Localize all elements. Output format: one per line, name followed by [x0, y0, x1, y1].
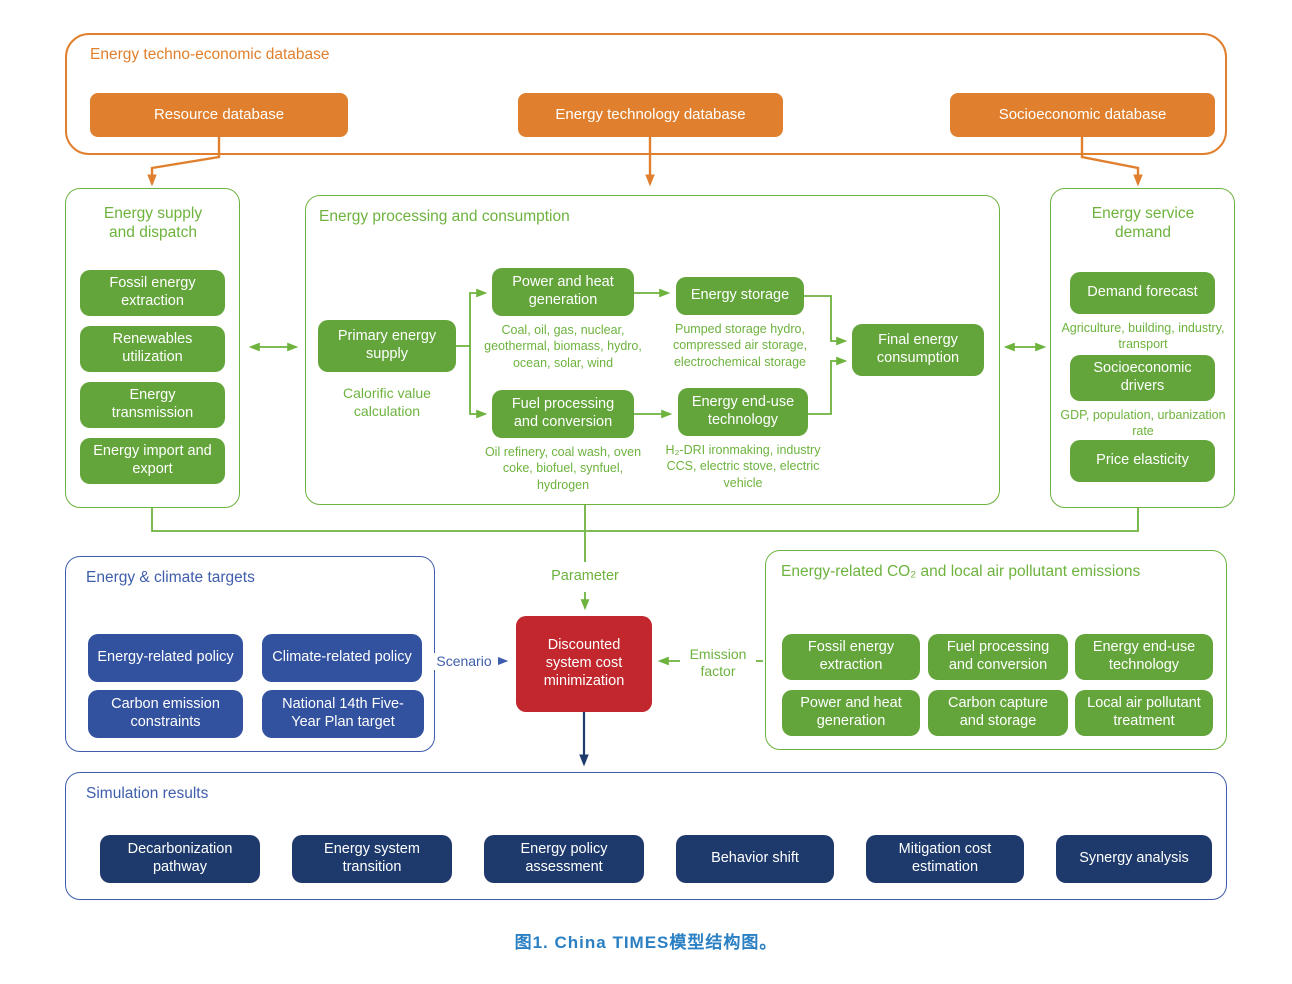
energy-system-transition-box: Energy system transition	[292, 835, 452, 883]
wire-supply-to-parameter	[151, 508, 584, 532]
emissions-group-title: Energy-related CO₂ and local air polluta…	[781, 563, 1141, 580]
energy-transmission-box: Energy transmission	[80, 382, 225, 428]
energy-processing-consumption-group: Energy processing and consumption	[305, 195, 1000, 505]
targets-group-title: Energy & climate targets	[86, 569, 255, 586]
arrow-primary-to-power	[456, 288, 488, 347]
database-group-title: Energy techno-economic database	[90, 46, 330, 63]
fuel-processing-conversion-box: Fuel processing and conversion	[492, 390, 634, 438]
resource-database-box: Resource database	[90, 93, 348, 137]
national-five-year-plan-target-box: National 14th Five-Year Plan target	[262, 690, 424, 738]
fossil-energy-extraction-box: Fossil energy extraction	[80, 270, 225, 316]
scenario-label: Scenario	[430, 653, 498, 670]
arrow-database-to-service	[1080, 137, 1143, 187]
energy-enduse-technology-note: H₂-DRI ironmaking, industry CCS, electri…	[665, 443, 821, 490]
simulation-results-group: Simulation results	[65, 772, 1227, 900]
decarbonization-pathway-box: Decarbonization pathway	[100, 835, 260, 883]
demand-forecast-note: Agriculture, building, industry, transpo…	[1061, 321, 1225, 352]
service-group-title: Energy service demand	[1091, 205, 1195, 242]
socioeconomic-drivers-note: GDP, population, urbanization rate	[1060, 408, 1226, 439]
arrow-primary-to-fuel	[469, 346, 488, 419]
energy-techno-economic-database-group: Energy techno-economic database	[65, 33, 1227, 155]
arrow-enduse-to-final	[808, 356, 848, 415]
fuel-processing-conversion-note: Oil refinery, coal wash, oven coke, biof…	[484, 445, 642, 492]
behavior-shift-box: Behavior shift	[676, 835, 834, 883]
energy-enduse-technology-box: Energy end-use technology	[678, 388, 808, 436]
energy-technology-database-box: Energy technology database	[518, 93, 783, 137]
energy-storage-box: Energy storage	[676, 277, 804, 315]
power-heat-generation-note: Coal, oil, gas, nuclear, geothermal, bio…	[484, 323, 642, 370]
price-elasticity-box: Price elasticity	[1070, 440, 1215, 482]
parameter-label: Parameter	[515, 568, 655, 586]
figure-caption: 图1. China TIMES模型结构图。	[514, 933, 778, 952]
emissions-power-heat-generation-box: Power and heat generation	[782, 690, 920, 736]
synergy-analysis-box: Synergy analysis	[1056, 835, 1212, 883]
wire-service-to-parameter	[586, 508, 1139, 532]
carbon-capture-storage-box: Carbon capture and storage	[928, 690, 1068, 736]
demand-forecast-box: Demand forecast	[1070, 272, 1215, 314]
mitigation-cost-estimation-box: Mitigation cost estimation	[866, 835, 1024, 883]
energy-service-demand-group: Energy service demand	[1050, 188, 1235, 508]
final-energy-consumption-box: Final energy consumption	[852, 324, 984, 376]
primary-energy-supply-box: Primary energy supply	[318, 320, 456, 372]
emission-factor-label: Emission factor	[680, 646, 756, 680]
results-group-title: Simulation results	[86, 785, 209, 802]
emissions-energy-enduse-technology-box: Energy end-use technology	[1075, 634, 1213, 680]
discounted-system-cost-minimization-box: Discounted system cost minimization	[516, 616, 652, 712]
emissions-group: Energy-related CO₂ and local air polluta…	[765, 550, 1227, 750]
climate-related-policy-box: Climate-related policy	[262, 634, 422, 682]
energy-supply-dispatch-group: Energy supply and dispatch	[65, 188, 240, 508]
energy-import-export-box: Energy import and export	[80, 438, 225, 484]
renewables-utilization-box: Renewables utilization	[80, 326, 225, 372]
arrow-database-to-supply	[147, 137, 221, 187]
power-heat-generation-box: Power and heat generation	[492, 268, 634, 316]
emissions-fossil-energy-extraction-box: Fossil energy extraction	[782, 634, 920, 680]
arrow-storage-to-final	[804, 295, 848, 346]
energy-related-policy-box: Energy-related policy	[88, 634, 243, 682]
socioeconomic-database-box: Socioeconomic database	[950, 93, 1215, 137]
local-air-pollutant-treatment-box: Local air pollutant treatment	[1075, 690, 1213, 736]
carbon-emission-constraints-box: Carbon emission constraints	[88, 690, 243, 738]
primary-energy-supply-note: Calorific value calculation	[343, 385, 431, 420]
emissions-fuel-processing-conversion-box: Fuel processing and conversion	[928, 634, 1068, 680]
socioeconomic-drivers-box: Socioeconomic drivers	[1070, 355, 1215, 401]
processing-group-title: Energy processing and consumption	[319, 208, 570, 225]
energy-storage-note: Pumped storage hydro, compressed air sto…	[672, 322, 808, 369]
supply-group-title: Energy supply and dispatch	[103, 205, 203, 242]
energy-policy-assessment-box: Energy policy assessment	[484, 835, 644, 883]
